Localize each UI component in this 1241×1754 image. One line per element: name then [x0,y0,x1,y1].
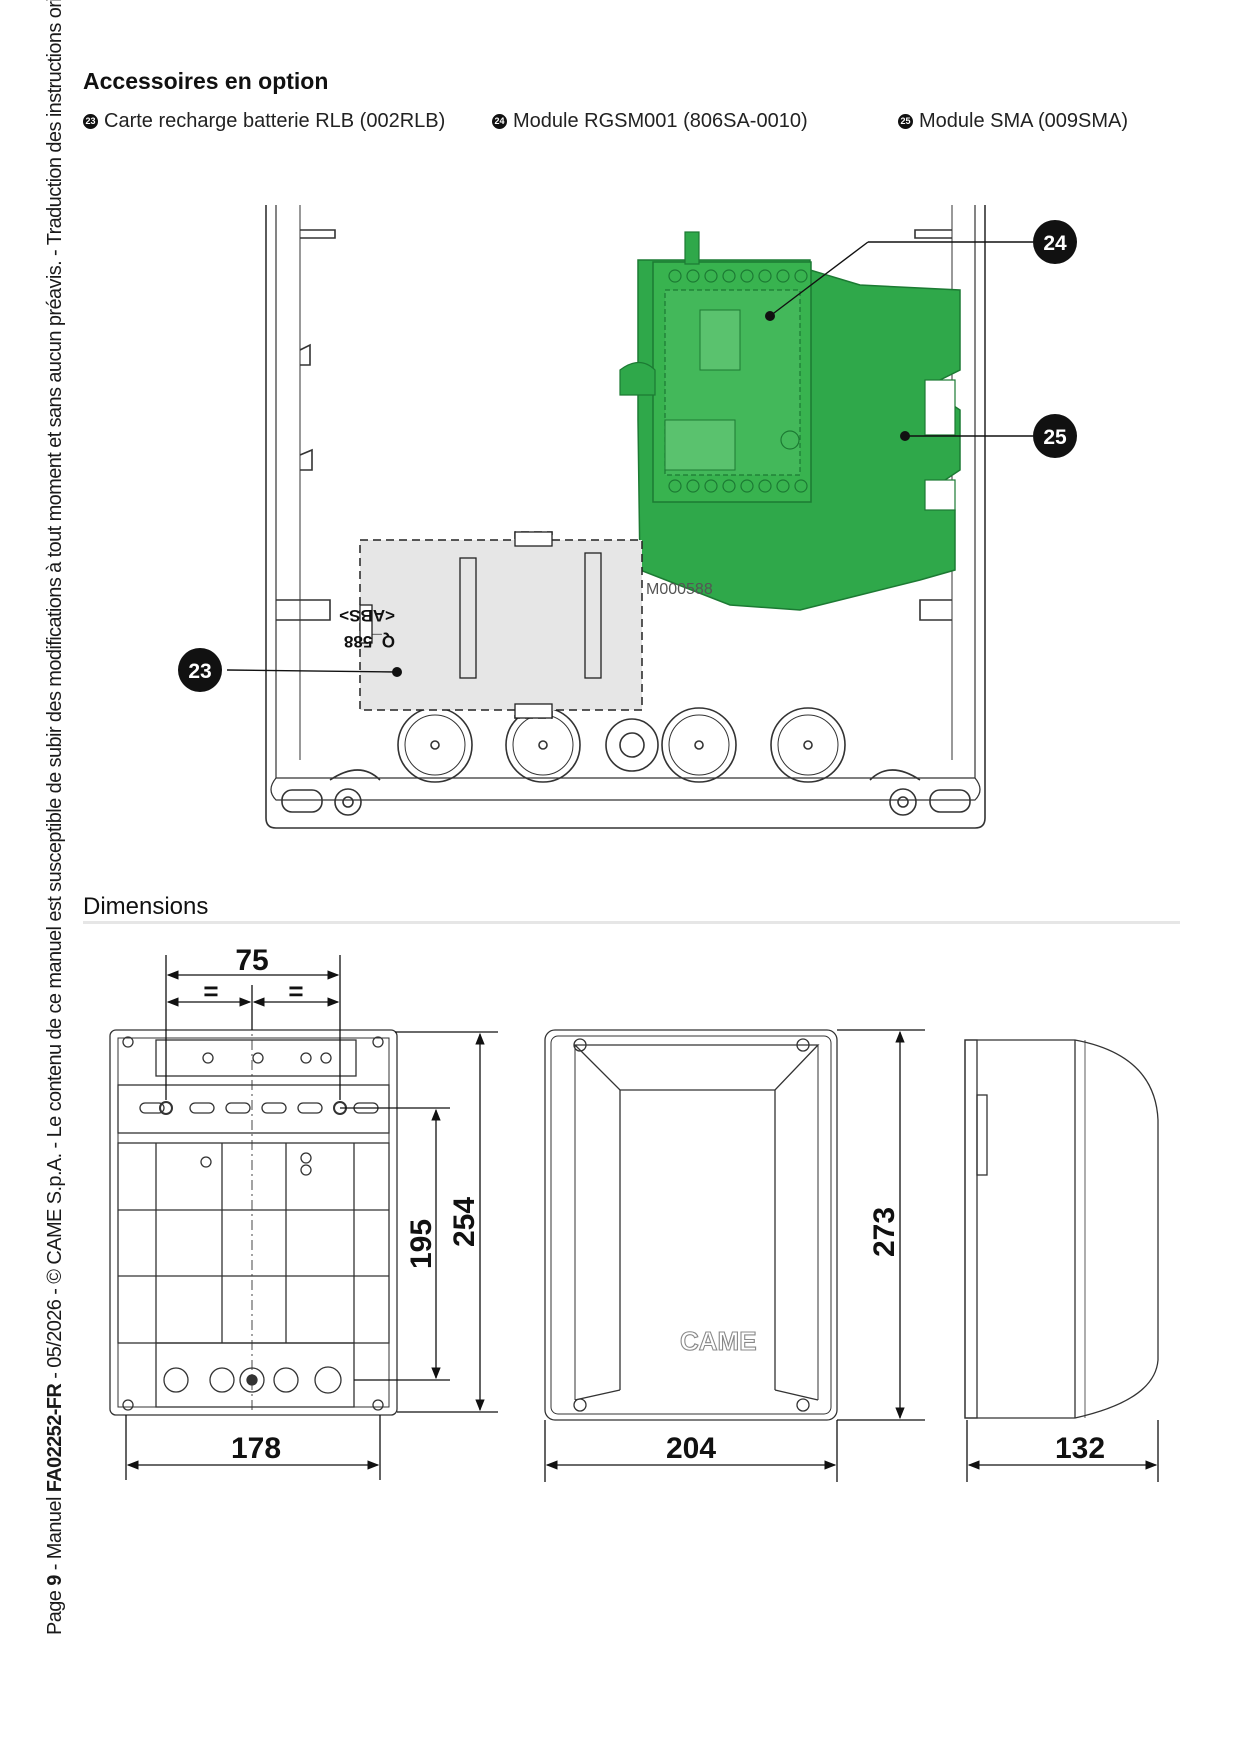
front-view [109,1020,398,1416]
came-logo: CAME [680,1326,757,1356]
dimensions-title: Dimensions [83,893,209,920]
dim-273: 273 [868,1207,901,1257]
rgsm001-module [619,231,812,503]
side-dimensions [966,1420,1159,1482]
enclosure-drawing [265,205,986,829]
accessory-item-24: 24 Module RGSM001 (806SA-0010) [492,110,808,133]
card-label-abs: <ABS> [339,606,395,625]
callout-25: 25 [1043,426,1067,449]
dim-204: 204 [666,1432,716,1465]
number-badge: 24 [492,114,507,129]
accessory-item-25: 25 Module SMA (009SMA) [898,110,1128,133]
cover-view [544,1029,838,1421]
accessory-label: Carte recharge batterie RLB (002RLB) [104,110,446,132]
dim-178: 178 [231,1432,281,1465]
side-view [964,1039,1159,1419]
dim-195: 195 [405,1219,438,1269]
dim-132: 132 [1055,1432,1105,1465]
front-dimensions [125,955,498,1480]
number-badge: 23 [83,114,98,129]
accessory-label: Module SMA (009SMA) [919,110,1128,132]
callout-23: 23 [188,660,211,683]
dim-equal-left: = [203,976,218,1006]
section-divider [83,921,1180,924]
callout-24: 24 [1043,232,1067,255]
dim-254: 254 [448,1197,481,1247]
dim-equal-right: = [288,976,303,1006]
dim-75: 75 [235,944,268,977]
accessories-title: Accessoires en option [83,68,329,94]
card-label-q588: Q_588 [344,632,395,651]
accessory-item-23: 23 Carte recharge batterie RLB (002RLB) [83,110,445,133]
drawing-code: M000588 [646,581,713,598]
cover-dimensions [544,1029,925,1482]
accessory-label: Module RGSM001 (806SA-0010) [513,110,808,132]
callouts: 23 24 25 [178,220,1077,692]
number-badge: 25 [898,114,913,129]
rlb-card: <ABS> Q_588 M000588 [339,531,713,719]
